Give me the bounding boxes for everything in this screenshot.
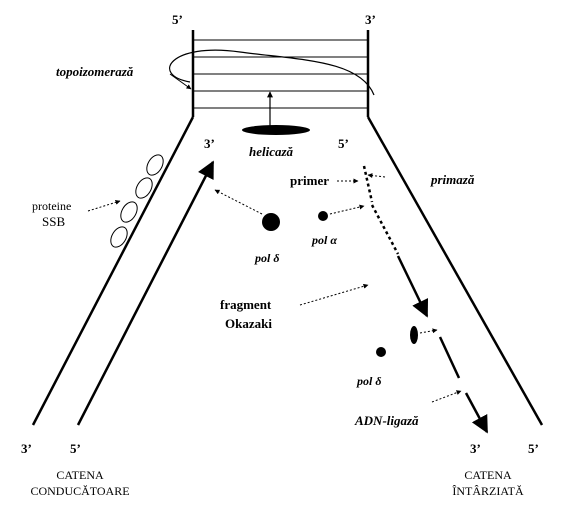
- ssb-proteins: [110, 154, 164, 248]
- primer-segment: [370, 204, 400, 255]
- pol-delta-leading-direction: [214, 189, 263, 215]
- ssb-protein: [146, 154, 164, 176]
- ligase-pointer: [431, 390, 462, 403]
- template-strand-left: [31, 116, 195, 426]
- label-pol-delta-leading: pol δ: [254, 251, 279, 265]
- label-ssb-line1: proteine: [32, 199, 71, 213]
- lagging-strand-title-line1: CATENA: [464, 468, 512, 482]
- label-pol-alpha: pol α: [311, 233, 337, 247]
- lagging-strand-fragments: [362, 165, 489, 434]
- okazaki-fragment: [464, 392, 489, 434]
- pol-delta-lagging-dot: [376, 347, 386, 357]
- label-ligase: ADN-ligază: [354, 413, 419, 428]
- end-label-bottom-right-outer: 5’: [528, 441, 539, 456]
- template-strand-right: [366, 116, 544, 426]
- label-pol-delta-lagging: pol δ: [356, 374, 381, 388]
- end-label-top-left: 5’: [172, 12, 183, 27]
- helicase-enzyme: [242, 125, 310, 135]
- end-label-bottom-left-inner: 5’: [70, 441, 81, 456]
- parental-duplex: [191, 30, 370, 117]
- end-label-bottom-left-outer: 3’: [21, 441, 32, 456]
- pol-delta-lagging: [410, 326, 418, 344]
- topoisomerase-pointer: [169, 73, 192, 90]
- label-ssb-line2: SSB: [42, 214, 65, 229]
- ssb-protein: [110, 226, 128, 248]
- end-label-bottom-right-inner: 3’: [470, 441, 481, 456]
- end-label-top-right: 3’: [365, 12, 376, 27]
- ssb-protein: [120, 201, 138, 223]
- pol-alpha: [318, 211, 328, 221]
- leading-strand-title-line1: CATENA: [56, 468, 104, 482]
- pol-alpha-direction: [329, 204, 365, 215]
- topoisomerase-enzyme: [169, 49, 375, 96]
- fork-arms: [31, 116, 544, 426]
- leading-strand-new: [76, 160, 215, 426]
- primase-pointer: [367, 173, 386, 179]
- label-helicase: helicază: [249, 144, 294, 159]
- okazaki-fragment: [438, 336, 461, 379]
- ssb-pointer: [87, 199, 121, 212]
- pol-delta-lagging-direction: [419, 328, 438, 334]
- leading-strand-title-line2: CONDUCĂTOARE: [30, 484, 129, 498]
- label-okazaki-line2: Okazaki: [225, 316, 272, 331]
- label-okazaki-line1: fragment: [220, 297, 272, 312]
- okazaki-fragment: [396, 255, 429, 318]
- primer-segment: [362, 165, 374, 203]
- label-topoisomerase: topoizomerază: [56, 64, 134, 79]
- end-label-fork-left: 3’: [204, 136, 215, 151]
- label-primer: primer: [290, 173, 329, 188]
- ssb-protein: [135, 177, 153, 199]
- okazaki-pointer: [299, 283, 369, 306]
- pol-delta-leading: [262, 213, 280, 231]
- label-primase: primază: [430, 172, 475, 187]
- end-label-fork-right: 5’: [338, 136, 349, 151]
- lagging-strand-title-line2: ÎNTÂRZIATĂ: [452, 484, 524, 498]
